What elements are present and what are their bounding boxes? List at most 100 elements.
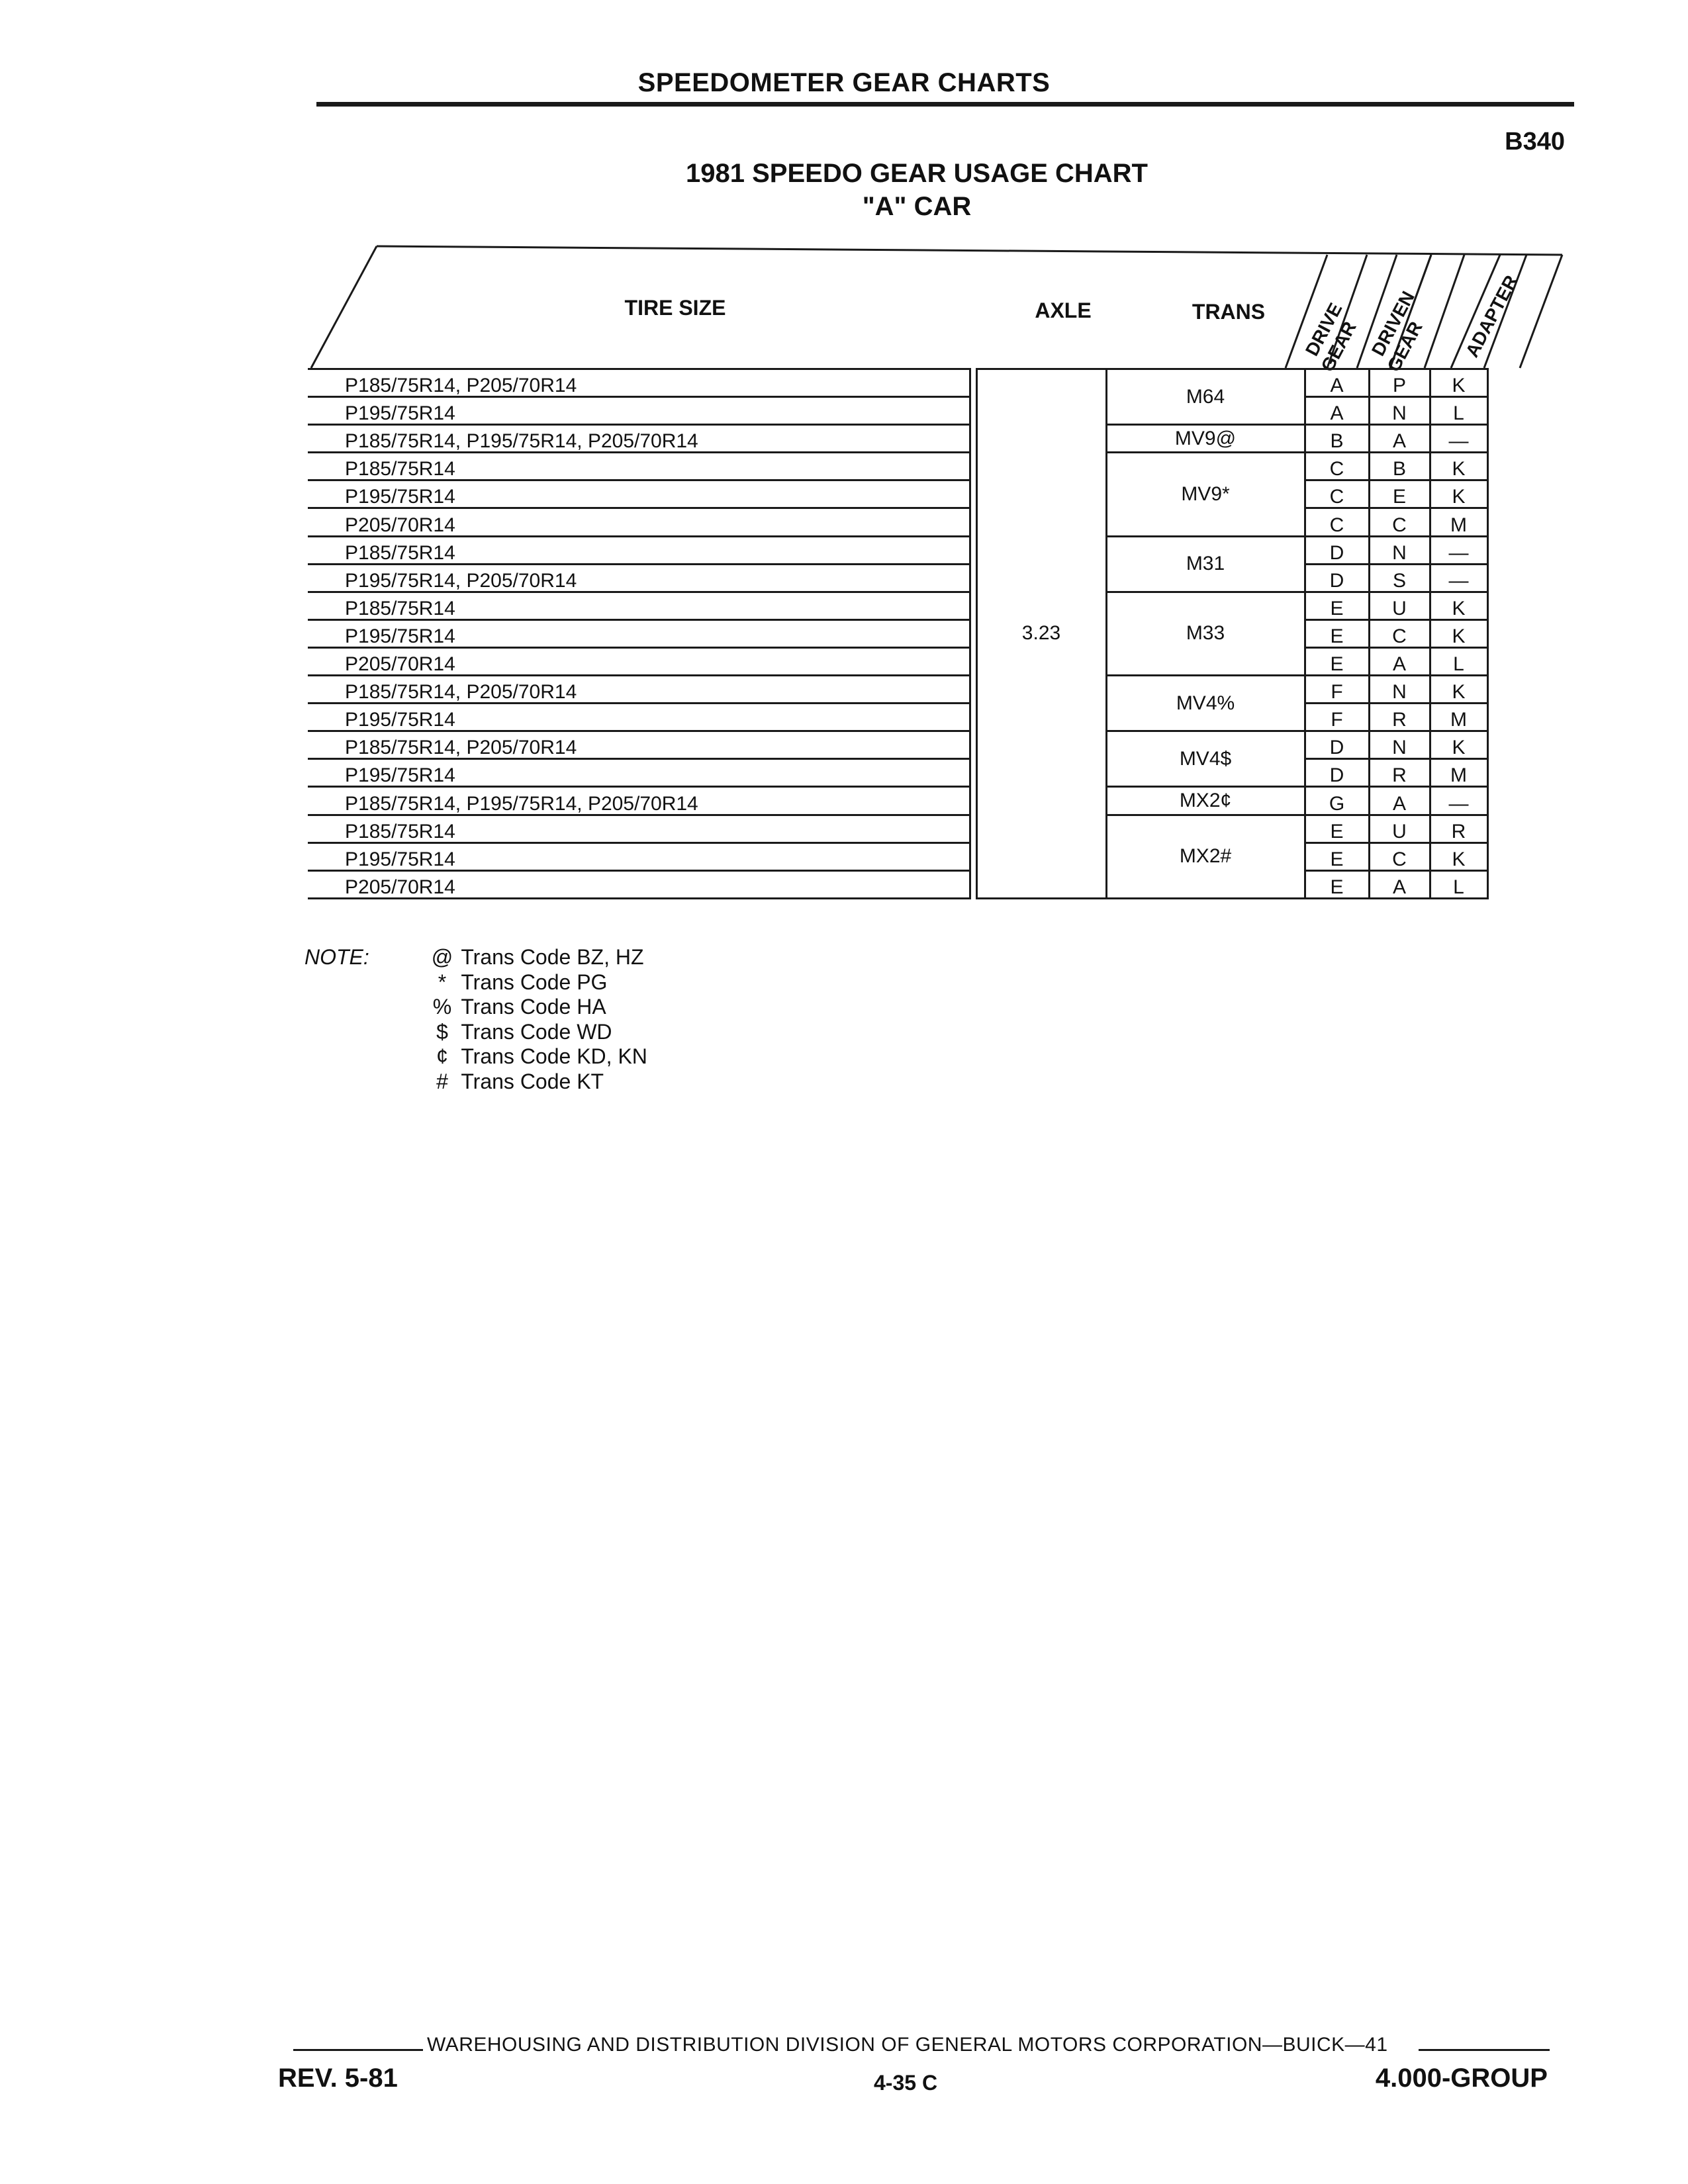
trans-cell: M31: [1106, 536, 1305, 593]
spacer-cell: [968, 815, 976, 843]
adapter-cell: M: [1429, 703, 1489, 733]
spacer-cell: [968, 786, 976, 815]
drive-gear-cell: C: [1303, 508, 1369, 537]
driven-gear-cell: U: [1368, 592, 1430, 621]
tire-size-cell: P185/75R14, P205/70R14: [308, 731, 970, 760]
adapter-cell: M: [1429, 758, 1489, 788]
axle-cell: 3.23: [975, 368, 1107, 899]
drive-gear-cell: A: [1303, 396, 1369, 426]
tire-size-cell: P205/70R14: [308, 508, 970, 537]
spacer-cell: [968, 731, 976, 759]
footer-page-number: 4-35 C: [874, 2071, 938, 2095]
spacer-cell: [968, 703, 976, 731]
driven-gear-cell: N: [1368, 675, 1430, 705]
drive-gear-cell: E: [1303, 619, 1369, 649]
chart-subtitle: "A" CAR: [862, 192, 972, 221]
drive-gear-cell: B: [1303, 424, 1369, 454]
drive-gear-cell: A: [1303, 367, 1369, 398]
page-header-title: SPEEDOMETER GEAR CHARTS: [637, 68, 1051, 97]
spacer-cell: [968, 424, 976, 453]
note-symbol: $: [436, 1019, 448, 1044]
col-trans: TRANS: [1192, 300, 1265, 324]
driven-gear-cell: C: [1368, 619, 1430, 649]
driven-gear-cell: R: [1368, 703, 1430, 733]
driven-gear-cell: E: [1368, 480, 1430, 510]
driven-gear-cell: B: [1368, 452, 1430, 482]
trans-cell: MV4$: [1106, 731, 1305, 788]
note-text: Trans Code PG: [461, 970, 608, 994]
note-item: ¢ Trans Code KD, KN: [429, 1044, 892, 1069]
driven-gear-cell: N: [1368, 536, 1430, 565]
adapter-cell: —: [1429, 564, 1489, 593]
tire-size-cell: P185/75R14: [308, 452, 970, 482]
spacer-cell: [968, 647, 976, 676]
footer-group: 4.000-GROUP: [1375, 2064, 1548, 2093]
note-item: @ Trans Code BZ, HZ: [429, 945, 892, 970]
tire-size-cell: P205/70R14: [308, 870, 970, 899]
drive-gear-cell: E: [1303, 870, 1369, 899]
drive-gear-cell: D: [1303, 536, 1369, 565]
tire-size-cell: P195/75R14: [308, 703, 970, 733]
driven-gear-cell: U: [1368, 815, 1430, 844]
adapter-cell: K: [1429, 731, 1489, 760]
drive-gear-cell: F: [1303, 703, 1369, 733]
drive-gear-cell: F: [1303, 675, 1369, 705]
note-text: Trans Code WD: [461, 1019, 612, 1044]
driven-gear-cell: A: [1368, 647, 1430, 677]
trans-cell: MX2#: [1106, 815, 1305, 899]
chart-title: 1981 SPEEDO GEAR USAGE CHART: [686, 159, 1148, 188]
spacer-cell: [968, 564, 976, 592]
spacer-cell: [968, 508, 976, 537]
driven-gear-cell: A: [1368, 786, 1430, 816]
driven-gear-cell: C: [1368, 842, 1430, 872]
adapter-cell: L: [1429, 870, 1489, 899]
tire-size-cell: P195/75R14, P205/70R14: [308, 564, 970, 593]
spacer-cell: [968, 619, 976, 648]
drive-gear-cell: D: [1303, 731, 1369, 760]
adapter-cell: R: [1429, 815, 1489, 844]
note-symbol: ¢: [436, 1044, 448, 1068]
footer-rule-left: [293, 2049, 423, 2051]
adapter-cell: K: [1429, 480, 1489, 510]
drive-gear-cell: C: [1303, 452, 1369, 482]
spacer-cell: [968, 452, 976, 480]
drive-gear-cell: G: [1303, 786, 1369, 816]
tire-size-cell: P185/75R14, P195/75R14, P205/70R14: [308, 786, 970, 816]
note-item: % Trans Code HA: [429, 995, 892, 1020]
note-text: Trans Code HA: [461, 995, 606, 1019]
tire-size-cell: P185/75R14, P205/70R14: [308, 675, 970, 705]
drive-gear-cell: D: [1303, 758, 1369, 788]
note-text: Trans Code KD, KN: [461, 1044, 647, 1068]
spacer-cell: [968, 536, 976, 565]
driven-gear-cell: C: [1368, 508, 1430, 537]
spacer-cell: [968, 396, 976, 425]
note-symbol: *: [438, 970, 447, 994]
table-header: TIRE SIZE AXLE TRANS DRIVE GEAR DRIVEN G…: [310, 245, 1564, 371]
drive-gear-cell: C: [1303, 480, 1369, 510]
tire-size-cell: P185/75R14: [308, 536, 970, 565]
adapter-cell: L: [1429, 396, 1489, 426]
page-code: B340: [1505, 128, 1565, 156]
note-list: @ Trans Code BZ, HZ * Trans Code PG % Tr…: [429, 945, 892, 1094]
trans-cell: M33: [1106, 592, 1305, 677]
drive-gear-cell: E: [1303, 592, 1369, 621]
adapter-cell: —: [1429, 424, 1489, 454]
header-rule: [316, 102, 1574, 107]
drive-gear-cell: E: [1303, 815, 1369, 844]
tire-size-cell: P195/75R14: [308, 480, 970, 510]
note-item: # Trans Code KT: [429, 1069, 892, 1095]
spacer-cell: [968, 842, 976, 871]
